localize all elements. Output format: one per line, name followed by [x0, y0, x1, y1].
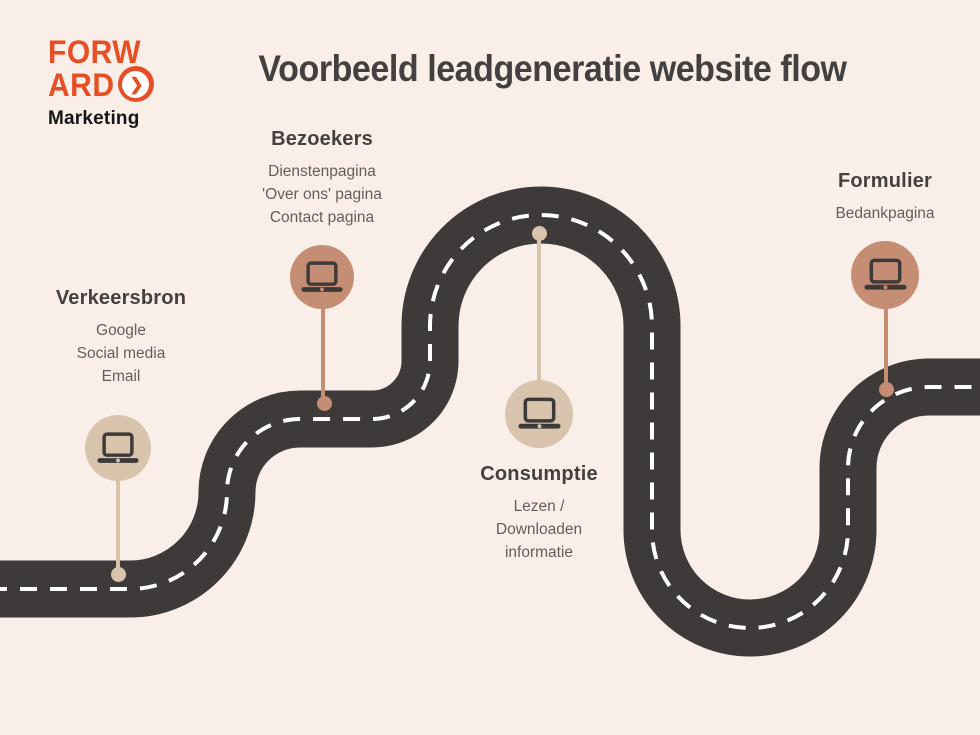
forward-marketing-logo: FORW ARD ❯ Marketing [48, 34, 154, 129]
milestone-title: Bezoekers [271, 128, 373, 150]
milestone-line: Lezen / [513, 498, 565, 515]
chevron-right-icon: ❯ [129, 74, 144, 94]
milestone-title: Consumptie [480, 463, 598, 485]
logo-tagline: Marketing [48, 108, 140, 129]
milestone-line: Bedankpagina [835, 205, 935, 222]
arrow-badge-icon: ❯ [117, 66, 154, 102]
milestone-consumptie: Consumptie Lezen / Downloaden informatie [480, 463, 598, 564]
laptop-icon [505, 380, 573, 448]
road-marker-dot [110, 566, 126, 582]
laptop-icon [851, 241, 919, 309]
milestone-line: Dienstenpagina [268, 163, 376, 180]
milestone-line: informatie [504, 544, 574, 561]
connector-stem [321, 305, 325, 405]
connector-stem [883, 305, 888, 391]
milestone-line: Email [101, 368, 141, 385]
milestone-title: Formulier [837, 170, 933, 192]
milestone-bezoekers: Bezoekers Dienstenpagina 'Over ons' pagi… [262, 128, 382, 229]
page-title: Voorbeeld leadgeneratie website flow [258, 48, 847, 89]
milestone-line: Contact pagina [269, 209, 375, 226]
road-centerline [0, 213, 980, 630]
connector-stem [537, 233, 541, 384]
connector-stem [116, 476, 120, 576]
milestone-verkeersbron: Verkeersbron Google Social media Email [56, 287, 186, 388]
milestone-line: Social media [76, 345, 166, 362]
logo-line2: ARD [48, 67, 115, 104]
laptop-icon [85, 415, 151, 481]
milestone-line: Google [96, 322, 146, 339]
milestone-line: Downloaden [495, 521, 583, 538]
logo-line1: FORW [48, 34, 142, 71]
milestone-line: 'Over ons' pagina [262, 186, 382, 203]
road-path [0, 186, 980, 657]
road-marker-dot [878, 381, 894, 397]
road-marker-dot [531, 225, 547, 241]
laptop-icon [290, 245, 354, 309]
road-marker-dot [316, 395, 332, 411]
milestone-formulier: Formulier Bedankpagina [835, 170, 934, 225]
milestone-title: Verkeersbron [55, 287, 187, 309]
